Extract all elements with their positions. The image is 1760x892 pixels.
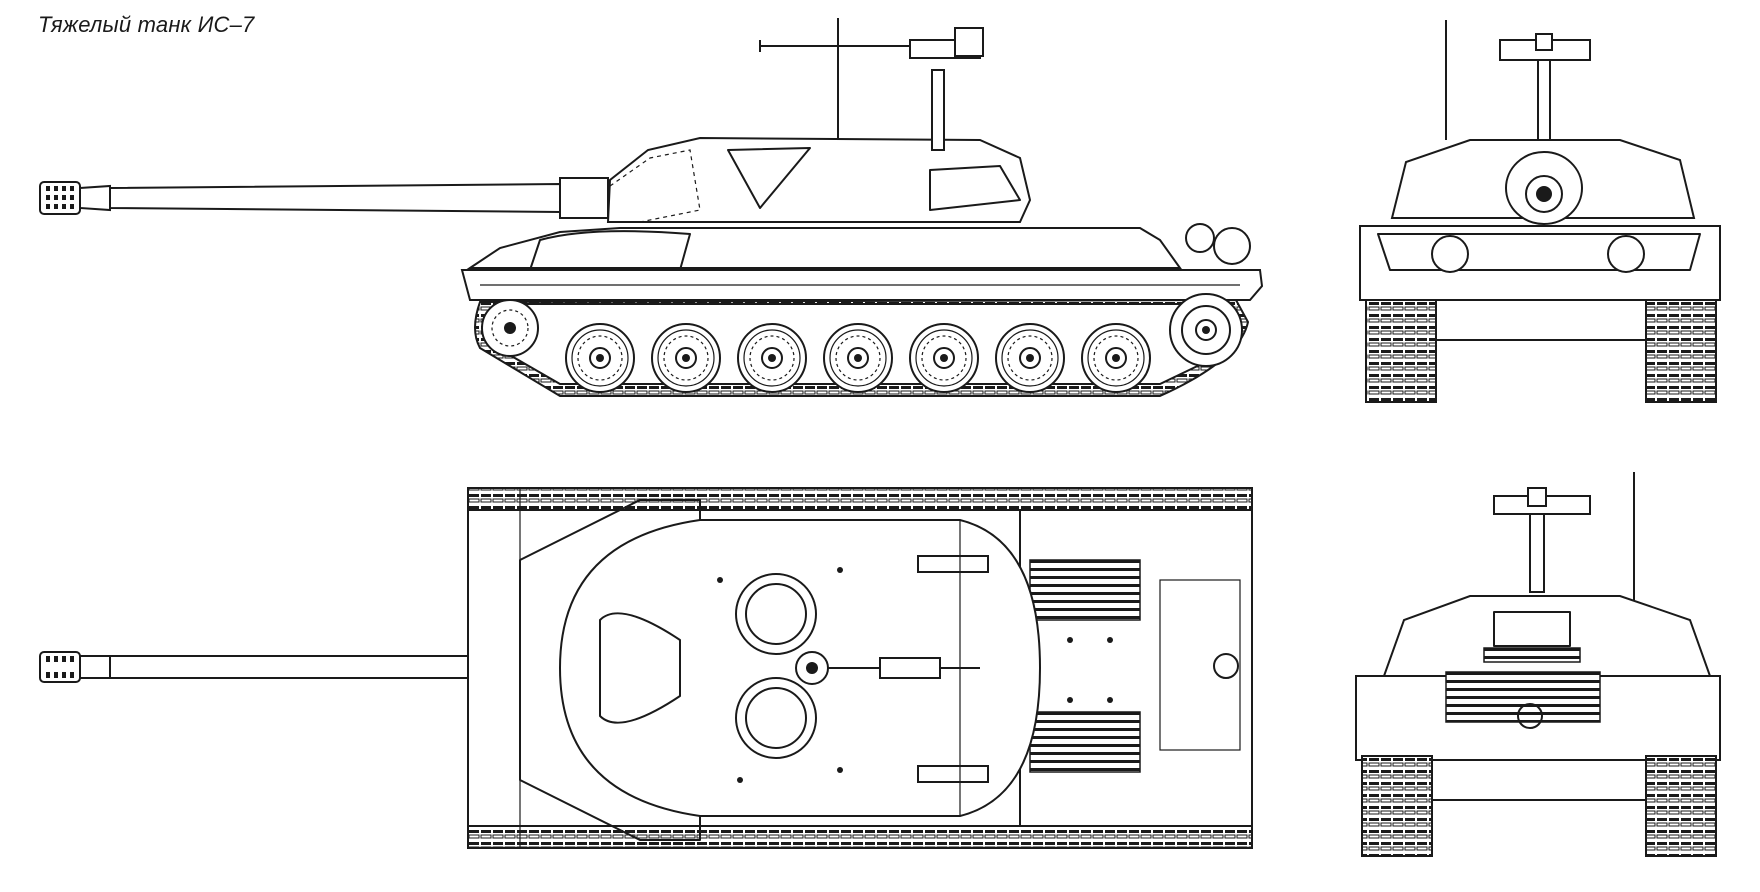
drawing-title: Тяжелый танк ИС–7 [38, 12, 255, 37]
side-view-drawing [39, 18, 1264, 397]
top-view-drawing [39, 487, 1253, 849]
rear-view-drawing [1355, 472, 1721, 857]
front-view-drawing [1359, 20, 1721, 403]
